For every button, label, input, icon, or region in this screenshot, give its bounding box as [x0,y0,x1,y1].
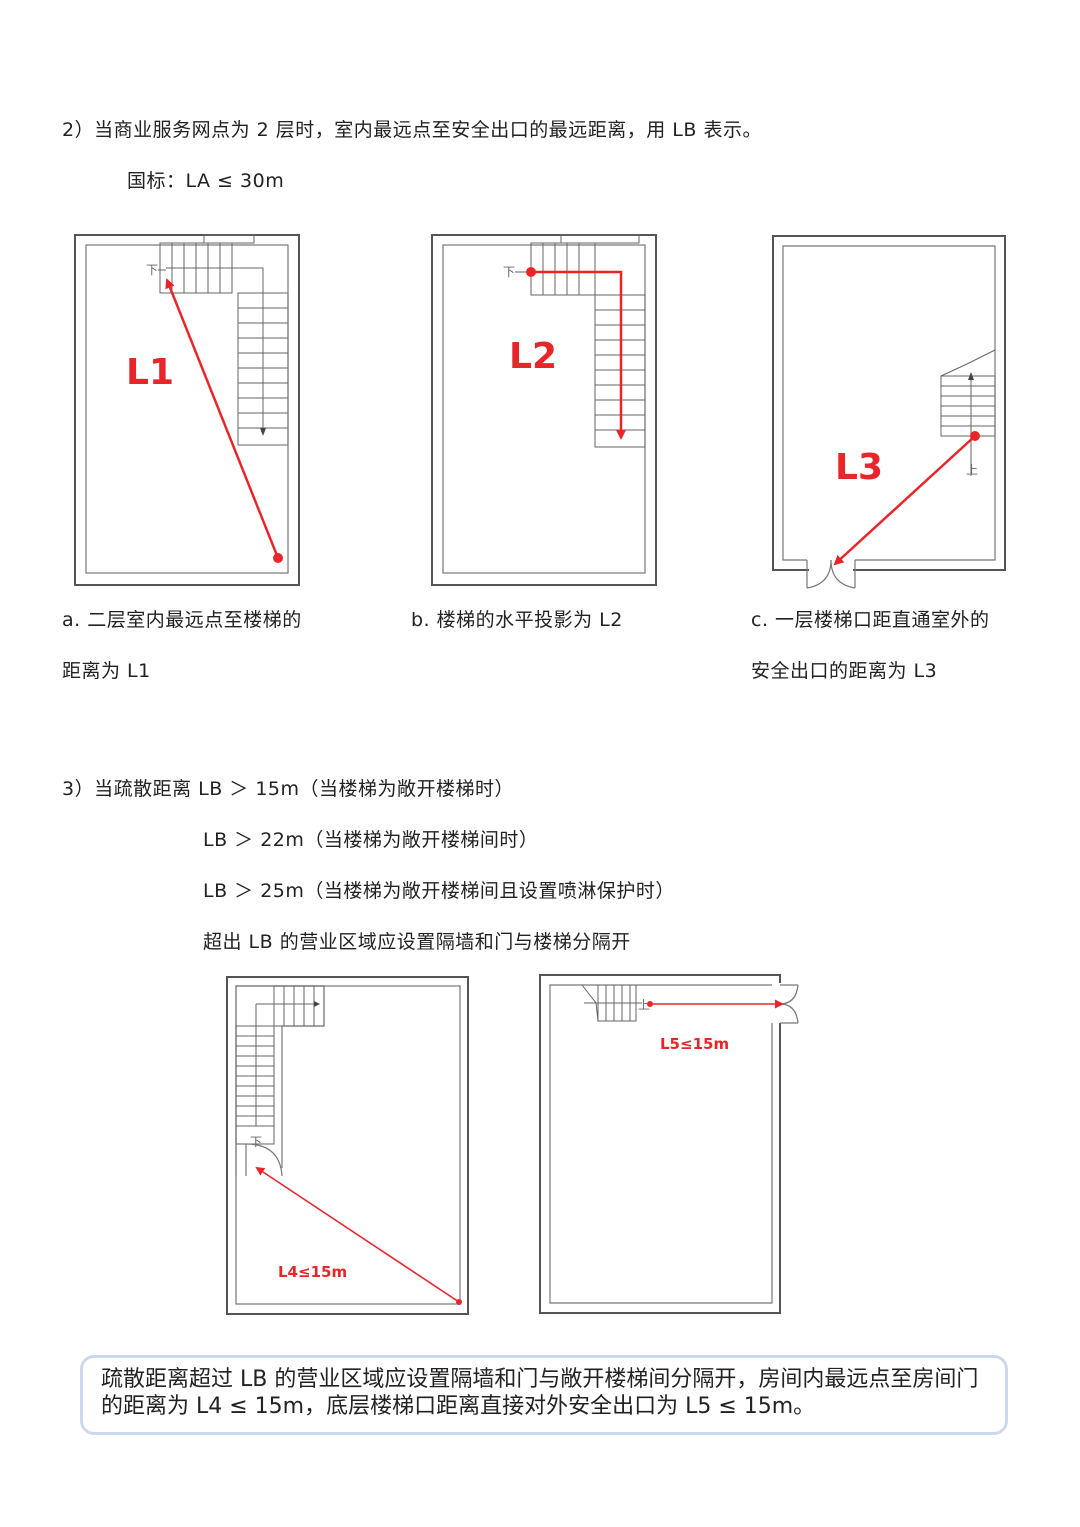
down-mark: 下 [250,1135,262,1149]
exit-door [779,984,799,1024]
stair-run [581,984,642,1022]
l2-arrow [531,270,626,440]
section2-standard: 国标：LA ≤ 30m [127,170,285,192]
stair-top-run [530,234,640,296]
caption-b: b. 楼梯的水平投影为 L2 [411,609,623,631]
stair-door [236,1143,283,1177]
section3-line2: LB ＞ 22m（当楼梯为敞开楼梯间时） [203,829,539,851]
l2-origin-dot [526,267,536,277]
section2-heading: 2）当商业服务网点为 2 层时，室内最远点至安全出口的最远距离，用 LB 表示。 [62,119,762,141]
l2-label: L2 [509,336,557,377]
floor-plan-d: 下 L4≤15m [226,976,469,1315]
down-mark: 下 [146,263,158,277]
stair-run [940,349,996,476]
floor-plan-a: 下 L1 [74,234,300,586]
l4-label: L4≤15m [278,1263,347,1281]
summary-note: 疏散距离超过 LB 的营业区域应设置隔墙和门与敞开楼梯间分隔开，房间内最远点至房… [80,1355,1008,1435]
l3-origin-dot [970,431,980,441]
caption-a-line1: a. 二层室内最远点至楼梯的 [62,609,302,631]
l1-origin-dot [273,553,283,563]
l4-arrow [255,1166,460,1303]
exit-door [806,559,856,589]
l3-arrow [833,435,976,566]
summary-note-text: 疏散距离超过 LB 的营业区域应设置隔墙和门与敞开楼梯间分隔开，房间内最远点至房… [101,1367,979,1419]
down-mark: 下 [503,265,515,279]
section3-line3: LB ＞ 25m（当楼梯为敞开楼梯间且设置喷淋保护时） [203,880,675,902]
l3-label: L3 [835,447,883,488]
stair-top-run [159,234,255,294]
l1-arrow [165,278,280,559]
stair-left-run [235,1004,275,1145]
caption-c-line1: c. 一层楼梯口距直通室外的 [751,609,990,631]
l4-origin-dot [456,1299,462,1305]
caption-c-line2: 安全出口的距离为 L3 [751,660,938,682]
stair-top-run [256,985,325,1027]
section3-line4: 超出 LB 的营业区域应设置隔墙和门与楼梯分隔开 [203,931,631,953]
floor-plan-b: 下 L2 [431,234,657,586]
floor-plan-e: 上 L5≤15m [539,974,799,1314]
up-mark: 上 [966,463,978,477]
stair-right-run [166,267,289,446]
l5-label: L5≤15m [660,1035,729,1053]
l5-origin-dot [647,1001,653,1007]
up-mark: 上 [638,998,650,1012]
floor-plan-c: 上 L3 [772,235,1006,589]
l1-label: L1 [126,352,174,393]
section3-line1: 3）当疏散距离 LB ＞ 15m（当楼梯为敞开楼梯时） [62,778,515,800]
caption-a-line2: 距离为 L1 [62,660,151,682]
